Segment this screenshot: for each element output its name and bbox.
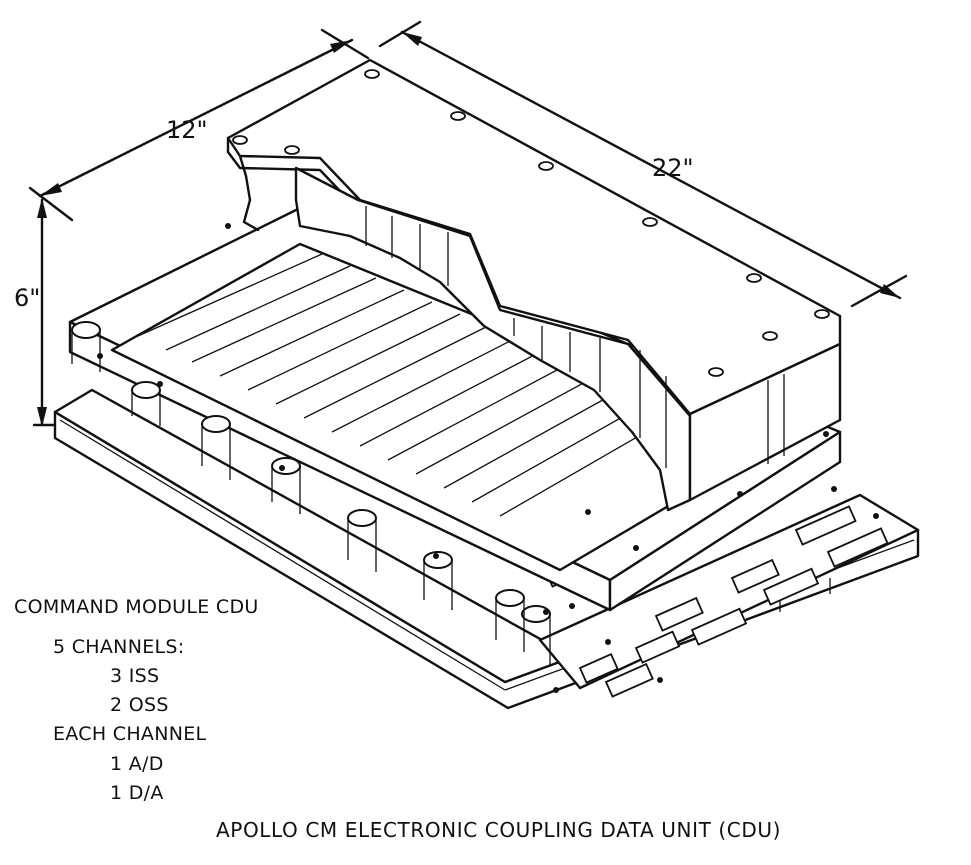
note-ad: 1 A/D bbox=[110, 753, 164, 775]
dimension-12in-label: 12" bbox=[166, 116, 208, 144]
dimension-6in bbox=[32, 198, 64, 427]
upper-cover bbox=[226, 58, 842, 512]
note-iss: 3 ISS bbox=[110, 665, 160, 687]
dimension-22in bbox=[378, 20, 908, 308]
note-oss: 2 OSS bbox=[110, 694, 169, 716]
lower-housing bbox=[68, 206, 842, 666]
dimension-12in bbox=[28, 28, 370, 222]
figure-caption: APOLLO CM ELECTRONIC COUPLING DATA UNIT … bbox=[216, 818, 781, 842]
dimension-22in-label: 22" bbox=[652, 154, 694, 182]
note-each-channel: EACH CHANNEL bbox=[53, 723, 207, 745]
note-da: 1 D/A bbox=[110, 782, 164, 804]
dimension-6in-label: 6" bbox=[14, 284, 40, 312]
note-channels: 5 CHANNELS: bbox=[53, 636, 185, 658]
note-title: COMMAND MODULE CDU bbox=[14, 596, 259, 618]
